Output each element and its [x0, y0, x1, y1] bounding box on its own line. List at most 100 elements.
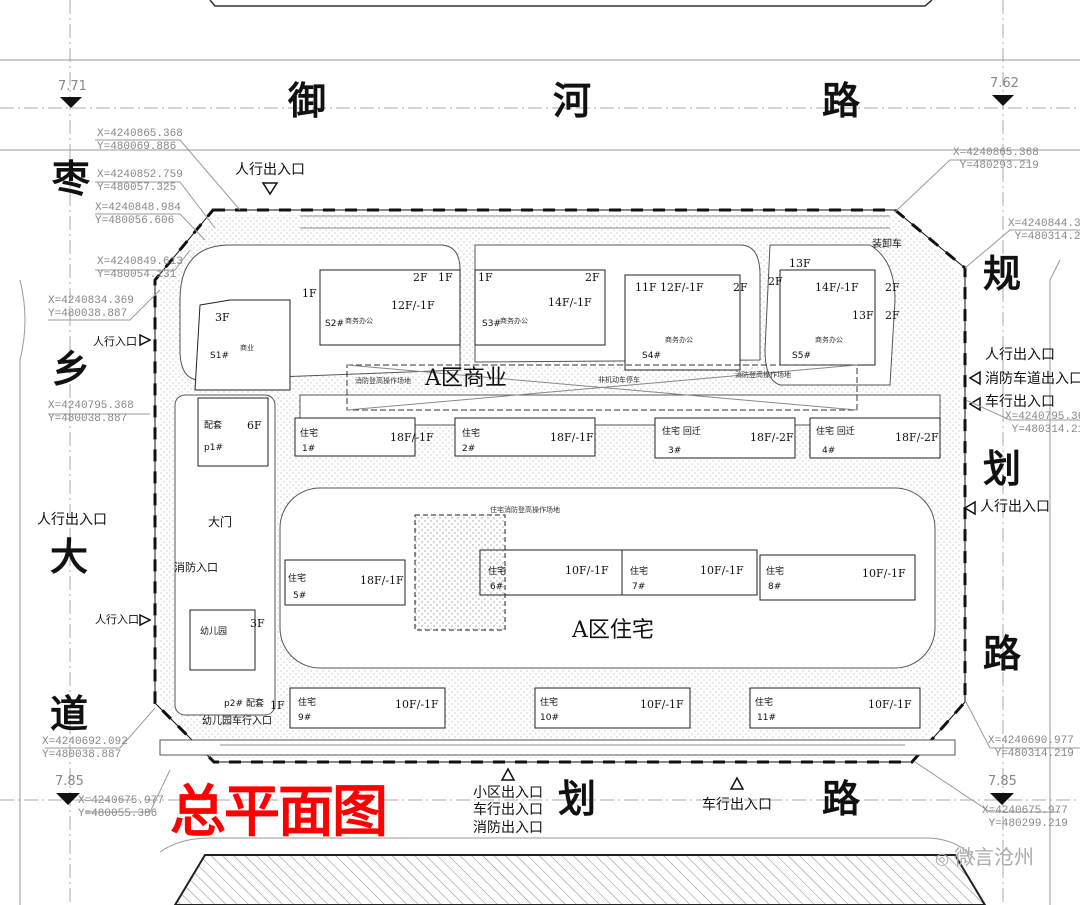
- elev-marker-sw: [56, 793, 80, 805]
- road-name-char: 道: [50, 691, 89, 736]
- floor-label: 10F/-1F: [565, 564, 609, 577]
- floor-label: 2F: [733, 281, 748, 294]
- unloading-area: 装卸车: [872, 239, 902, 250]
- building-s2: [319, 269, 461, 346]
- floor-label: 10F/-1F: [700, 564, 744, 577]
- floor-label: 18F/-2F: [750, 431, 794, 444]
- floor-label: 2F: [585, 271, 600, 284]
- building-1: [294, 417, 416, 457]
- floor-label: 18F/-1F: [390, 431, 434, 444]
- drawing-title: 总平面图: [170, 780, 388, 845]
- road-name-char: 河: [553, 78, 592, 123]
- building-s5: [779, 269, 876, 366]
- building-type: 住宅: [630, 567, 649, 577]
- building-id: 3#: [668, 446, 682, 456]
- kindergarten: [189, 609, 256, 671]
- elev-marker-ne: [992, 95, 1014, 106]
- use-label: 商务办公: [500, 317, 528, 325]
- elev-marker-nw: [60, 97, 82, 108]
- building-10: [534, 687, 691, 729]
- floor-label: 18F/-1F: [360, 574, 404, 587]
- site-note: 住宅消防登高操作场地: [490, 506, 560, 514]
- building-id: S1#: [210, 351, 229, 361]
- south-block: [173, 854, 987, 905]
- triangle-s2: [729, 776, 745, 790]
- building-id: 5#: [293, 591, 307, 601]
- building-id: 4#: [822, 446, 836, 456]
- use-label: 商务办公: [815, 336, 843, 344]
- floor-label: 13F: [789, 257, 811, 270]
- building-id: 2#: [462, 444, 476, 454]
- site-note: 消防登高操作场地: [355, 377, 411, 385]
- kindergarten-car-entrance: 幼儿园车行入口: [202, 716, 272, 727]
- floor-label: 1F: [438, 271, 453, 284]
- floor-label: 3F: [250, 617, 265, 630]
- south-fire-entrance: 消防出入口: [473, 820, 543, 836]
- zone-residential: A区住宅: [572, 618, 654, 643]
- building-3: [654, 417, 796, 459]
- floor-label: 12F/-1F: [391, 299, 435, 312]
- watermark-text: 微言沧州: [954, 845, 1035, 869]
- south-car-entrance-2: 车行出入口: [702, 797, 772, 813]
- east-car-entrance: 车行出入口: [985, 394, 1055, 410]
- road-name-char: 大: [50, 534, 89, 579]
- facility-name: 配套: [246, 699, 265, 709]
- building-id: S5#: [792, 351, 811, 361]
- west-pedestrian-entrance: 人行出入口: [37, 512, 107, 528]
- floor-label: 2F: [885, 281, 900, 294]
- road-name-char: 路: [983, 631, 1022, 676]
- floor-label: 2F: [768, 275, 783, 288]
- building-id: S3#: [482, 319, 501, 329]
- building-type: 住宅: [288, 574, 307, 584]
- building-s1: [194, 299, 291, 391]
- floor-label: 3F: [215, 311, 230, 324]
- floor-label: 14F/-1F: [815, 281, 859, 294]
- watermark: ◎ 微言沧州: [935, 847, 1034, 867]
- floor-label: 10F/-1F: [640, 698, 684, 711]
- floor-label: 2F: [885, 309, 900, 322]
- floor-label: 1F: [478, 271, 493, 284]
- building-p1: [197, 397, 269, 467]
- road-name-char: 路: [822, 78, 861, 123]
- south-car-entrance: 车行出入口: [473, 802, 543, 818]
- building-id: 6#: [490, 582, 504, 592]
- floor-label: 10F/-1F: [395, 698, 439, 711]
- building-id: 11#: [757, 713, 776, 723]
- east-fire-lane-entrance: 消防车道出入口: [985, 371, 1080, 387]
- floor-label: 11F: [635, 281, 657, 294]
- road-name-char: 枣: [52, 156, 91, 201]
- floor-label: 10F/-1F: [868, 698, 912, 711]
- zone-commercial: A区商业: [425, 366, 507, 391]
- building-7: [621, 549, 758, 596]
- floor-label: 1F: [270, 699, 285, 712]
- facility-name: 配套: [204, 421, 223, 431]
- use-label: 商务办公: [665, 336, 693, 344]
- use-label: 商业: [240, 344, 254, 352]
- road-name-char: 划: [558, 776, 597, 821]
- road-name-char: 划: [983, 446, 1022, 491]
- north-pedestrian-entrance: 人行出入口: [235, 162, 305, 178]
- fire-entrance: 消防入口: [174, 561, 218, 574]
- facility-id: p1#: [204, 443, 223, 453]
- site-note: 消防登高操作场地: [735, 371, 791, 379]
- elevation-label: 7.62: [990, 76, 1019, 91]
- floor-label: 6F: [247, 419, 262, 432]
- floor-label: 14F/-1F: [548, 296, 592, 309]
- building-11: [749, 687, 921, 729]
- building-id: 10#: [540, 713, 559, 723]
- west-pedestrian-in-1: 人行入口: [93, 335, 137, 348]
- floor-label: 2F: [413, 271, 428, 284]
- building-type: 住宅 回迁: [662, 427, 701, 437]
- building-id: S4#: [642, 351, 661, 361]
- building-type: 住宅 回迁: [816, 427, 855, 437]
- elevation-label: 7.71: [58, 79, 87, 94]
- facility-name: 幼儿园: [200, 627, 228, 637]
